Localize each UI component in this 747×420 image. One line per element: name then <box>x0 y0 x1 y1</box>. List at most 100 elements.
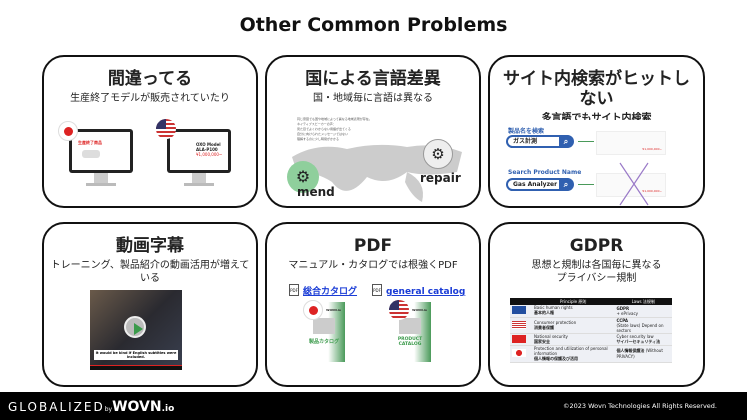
video-player[interactable]: It would be kind if English subtitles we… <box>90 290 182 370</box>
principle: 個人情報の保護及び活用 <box>534 355 578 361</box>
price: ¥1,000,000~ <box>642 147 662 151</box>
law: GDPR <box>616 305 630 311</box>
us-price: ¥1,000,000~ <box>196 152 223 157</box>
logo-text: GLOBALIZED <box>8 400 105 414</box>
law-note: (Without PRIVACY) <box>616 348 663 359</box>
en-search-input[interactable]: Gas Analyzer⌕ <box>506 178 574 191</box>
law-note: Cyber security law <box>616 333 654 339</box>
principle: 国家安全 <box>534 338 550 344</box>
wrench-gear-icon-gray: ⚙ <box>423 139 453 169</box>
map-right-word: repair <box>420 171 461 185</box>
card-wrong-info: 間違ってる 生産終了モデルが販売されていたり 生産終了商品 OXO Model … <box>42 55 258 208</box>
principle: 基本的人権 <box>534 310 554 316</box>
en-cover-title: PRODUCT CATALOG <box>397 337 423 347</box>
jp-screen-label: 生産終了商品 <box>78 140 102 145</box>
page-title: Other Common Problems <box>239 14 508 36</box>
map-left-word: mend <box>297 185 335 199</box>
eu-flag-icon <box>512 306 526 315</box>
pdf-link-jp-wrap: PDF 総合カタログ <box>289 279 357 298</box>
brand: WOVN.io <box>326 308 341 312</box>
pdf-link-en[interactable]: general catalog <box>386 287 466 297</box>
product-result: ¥1,000,000~ <box>596 131 666 155</box>
subtitle-caption: It would be kind if English subtitles we… <box>94 350 178 360</box>
note: 同じ意図でも国や地域によって異なる地域表現が存在。 <box>297 117 372 121</box>
table-header: Laws 法規制 <box>614 298 672 305</box>
china-flag-icon <box>512 334 526 343</box>
card-title: 動画字幕 <box>116 236 184 256</box>
japan-flag-icon <box>303 300 323 320</box>
card-title: 間違ってる <box>107 69 193 89</box>
arrow-connector <box>578 141 594 142</box>
card-video-subtitles: 動画字幕 トレーニング、製品紹介の動画活用が増えている It would be … <box>42 222 258 387</box>
search-icon[interactable]: ⌕ <box>559 178 573 191</box>
us-flag-icon <box>156 119 176 139</box>
logo-tld: .io <box>161 404 175 414</box>
card-subtitle: 国・地域毎に言語は異なる <box>313 93 433 104</box>
arrow-connector <box>578 184 594 185</box>
logo-by: by <box>104 406 113 413</box>
principle-en: Basic human rights <box>534 305 573 311</box>
jp-monitor: 生産終了商品 <box>69 129 133 173</box>
search-icon[interactable]: ⌕ <box>559 135 573 148</box>
copyright: ©2023 Wovn Technologies All Rights Reser… <box>563 402 717 410</box>
product-result: ¥1,000,000~ <box>596 173 666 197</box>
card-site-search: サイト内検索がヒットしない 多言語でもサイト内検索 製品名を検索 ガス計測 ⌕ ¥… <box>488 55 705 208</box>
us-monitor: OXO Model ALA-P100¥1,000,000~ <box>167 129 231 173</box>
jp-search-input[interactable]: ガス計測 ⌕ <box>506 135 574 148</box>
principle-en: National security <box>534 333 568 339</box>
japan-flag-icon <box>512 349 526 357</box>
footer-logo: GLOBALIZEDbyWOVN.io <box>8 399 174 415</box>
card-title: GDPR <box>569 236 624 256</box>
jp-cover-title: 製品カタログ <box>308 339 339 345</box>
principle-en: Protection and utilization of personal i… <box>534 345 608 356</box>
world-map <box>292 144 462 202</box>
card-language-differences: 国による言語差異 国・地域毎に言語は異なる 同じ意図でも国や地域によって異なる地… <box>265 55 481 208</box>
law: CCPA <box>616 317 628 323</box>
principle: 消費者保護 <box>534 324 554 330</box>
note: 自分に向けられたメッセージではない <box>297 132 348 136</box>
pdf-icon: PDF <box>289 283 299 296</box>
card-subtitle: トレーニング、製品紹介の動画活用が増えている <box>50 260 250 284</box>
pdf-icon: PDF <box>372 283 382 296</box>
law-note: (State laws) Depend on sectors <box>616 322 664 333</box>
law-note: + ePrivacy <box>616 310 639 316</box>
footer: GLOBALIZEDbyWOVN.io ©2023 Wovn Technolog… <box>0 392 747 420</box>
us-screen-label: OXO Model ALA-P100 <box>196 142 221 152</box>
card-title: サイト内検索がヒットしない <box>503 69 690 109</box>
note: ネイティブスピーカーの声： <box>297 122 336 126</box>
card-subtitle: 生産終了モデルが販売されていたり <box>70 93 230 104</box>
note: 理解するのに少し時間がかかる <box>297 137 340 141</box>
card-title: PDF <box>353 236 393 256</box>
brand: WOVN.io <box>412 308 427 312</box>
table-row: Protection and utilization of personal i… <box>510 345 672 363</box>
card-gdpr: GDPR 思想と規制は各国毎に異なる プライバシー規制 Principle 原則… <box>488 222 705 387</box>
card-subtitle: 多言語でもサイト内検索 <box>541 113 652 120</box>
card-subtitle: マニュアル・カタログでは根強くPDF <box>288 260 458 271</box>
logo-brand: WOVN <box>112 399 162 415</box>
note: 見た目でよくわからない用語が出てくる <box>297 127 351 131</box>
card-title: 国による言語差異 <box>305 69 441 89</box>
notes: 同じ意図でも国や地域によって異なる地域表現が存在。 ネイティブスピーカーの声： … <box>297 117 372 142</box>
pdf-link-en-wrap: PDF general catalog <box>372 279 465 298</box>
wrench-gear-icon-green: ⚙ <box>287 161 319 193</box>
us-flag-icon <box>512 320 526 329</box>
en-search-label: Search Product Name <box>508 169 582 176</box>
pdf-link-jp[interactable]: 総合カタログ <box>303 287 358 297</box>
cross-out-icon <box>619 162 649 206</box>
jp-search-label: 製品名を検索 <box>508 128 545 135</box>
jp-search-value: ガス計測 <box>513 138 538 145</box>
japan-flag-icon <box>58 121 78 141</box>
principle-en: Consumer protection <box>534 319 577 325</box>
law: サイバーセキュリティ法 <box>616 338 661 344</box>
table-header <box>510 298 532 305</box>
card-subtitle: 思想と規制は各国毎に異なる プライバシー規制 <box>531 260 662 284</box>
card-pdf: PDF マニュアル・カタログでは根強くPDF PDF 総合カタログ PDF gene… <box>265 222 481 387</box>
play-icon[interactable] <box>124 316 146 338</box>
table-header: Principle 原則 <box>532 298 615 305</box>
video-controls[interactable] <box>90 365 182 370</box>
law: 個人情報保護法 <box>616 348 645 353</box>
